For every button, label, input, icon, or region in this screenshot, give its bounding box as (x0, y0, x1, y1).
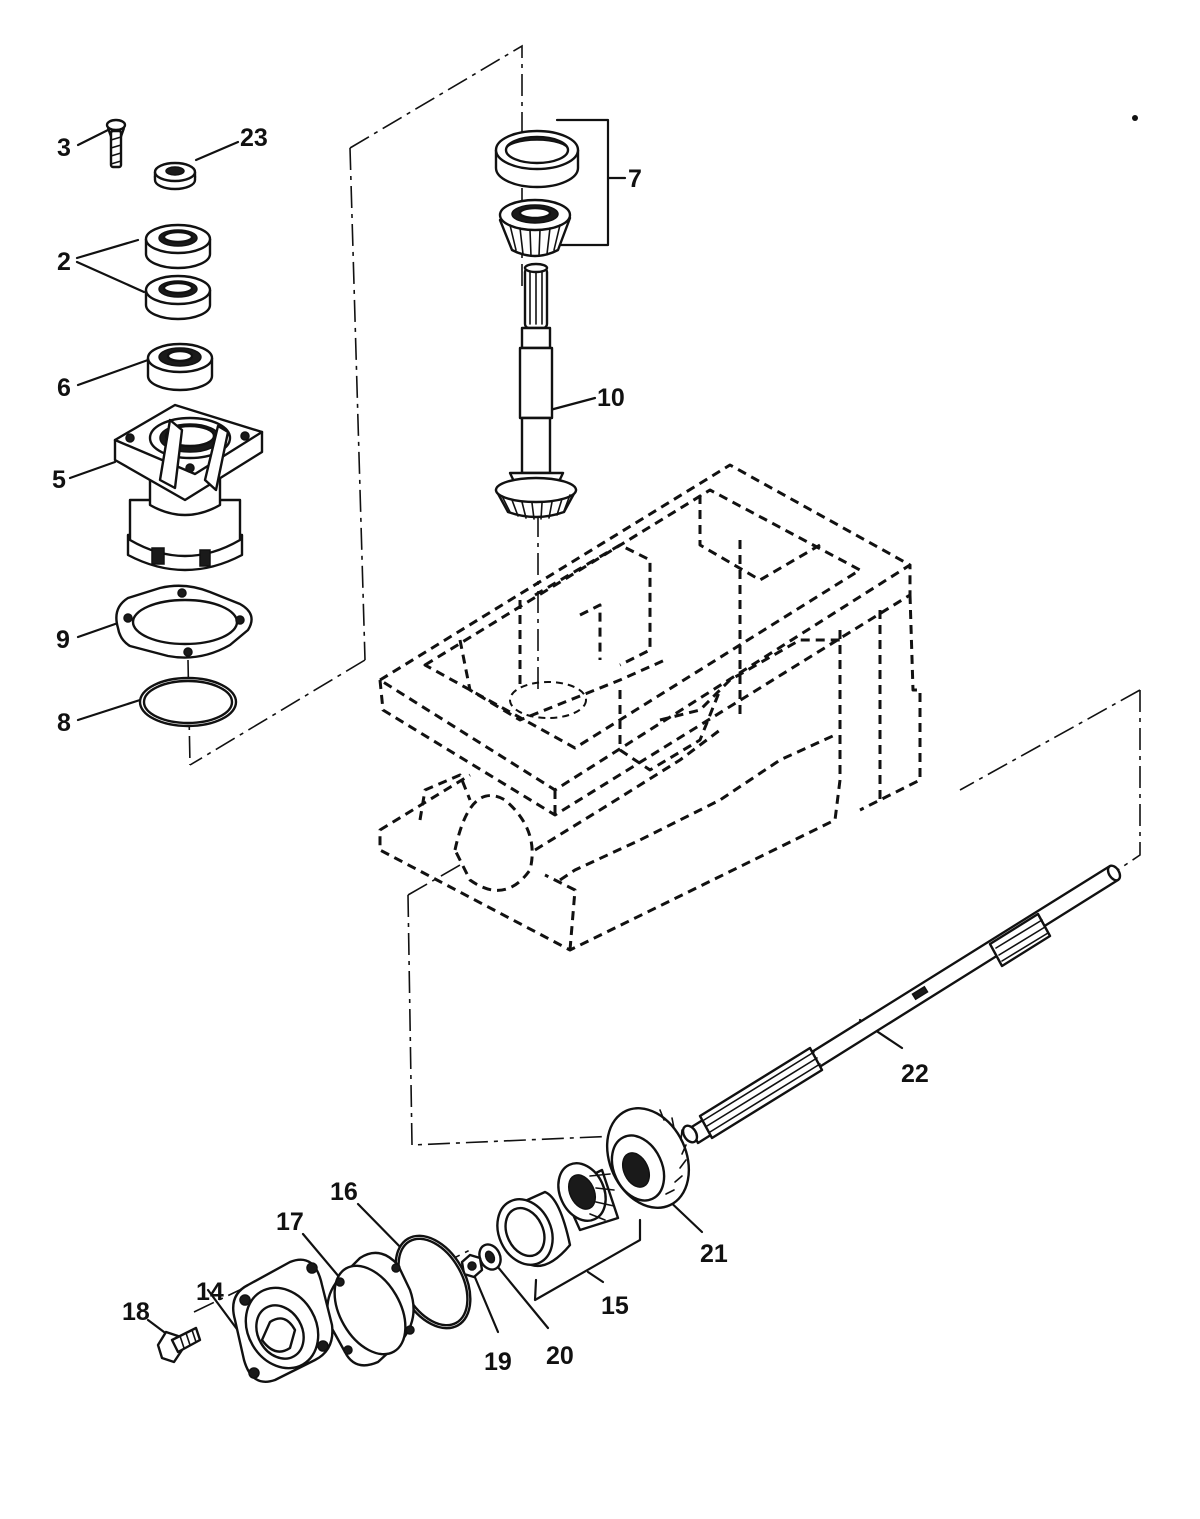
propeller-shaft-part-22 (681, 864, 1122, 1145)
o-ring-part-8 (138, 676, 238, 728)
callout-23: 23 (240, 124, 268, 152)
screw-part-3 (105, 118, 127, 169)
callout-15: 15 (601, 1292, 629, 1320)
callout-14: 14 (196, 1278, 224, 1306)
callout-20: 20 (546, 1342, 574, 1370)
callout-17: 17 (276, 1208, 304, 1236)
end-cover-part-14 (231, 1258, 334, 1383)
forward-gear-part-21 (605, 1107, 691, 1209)
leader-lines (68, 118, 904, 1342)
callout-5: 5 (52, 466, 66, 494)
tapered-bearing-part-7 (494, 129, 580, 258)
callout-8: 8 (57, 709, 71, 737)
stray-dot (1132, 115, 1138, 121)
bolt-part-18 (156, 1326, 202, 1364)
callout-6: 6 (57, 374, 71, 402)
bearing-carrier-part-5 (113, 403, 264, 572)
callout-16: 16 (330, 1178, 358, 1206)
callout-9: 9 (56, 626, 70, 654)
callout-18: 18 (122, 1298, 150, 1326)
callout-3: 3 (57, 134, 71, 162)
callout-22: 22 (901, 1060, 929, 1088)
gear-housing-outline (378, 463, 922, 952)
callout-10: 10 (597, 384, 625, 412)
oil-seals-part-2 (144, 223, 212, 321)
gasket-part-9 (115, 584, 253, 659)
pinion-shaft-part-10 (494, 262, 578, 520)
washer-part-23 (153, 161, 197, 191)
tapered-bearing-part-15 (496, 1162, 620, 1268)
callout-7: 7 (628, 165, 642, 193)
callout-2: 2 (57, 248, 71, 276)
washer-part-20 (478, 1243, 502, 1271)
callout-labels: 3 23 2 6 5 9 8 7 10 22 21 15 16 17 14 18… (52, 124, 929, 1376)
gasket-part-17 (326, 1251, 415, 1367)
callout-19: 19 (484, 1348, 512, 1376)
bearing-part-6 (146, 342, 214, 392)
callout-21: 21 (700, 1240, 728, 1268)
